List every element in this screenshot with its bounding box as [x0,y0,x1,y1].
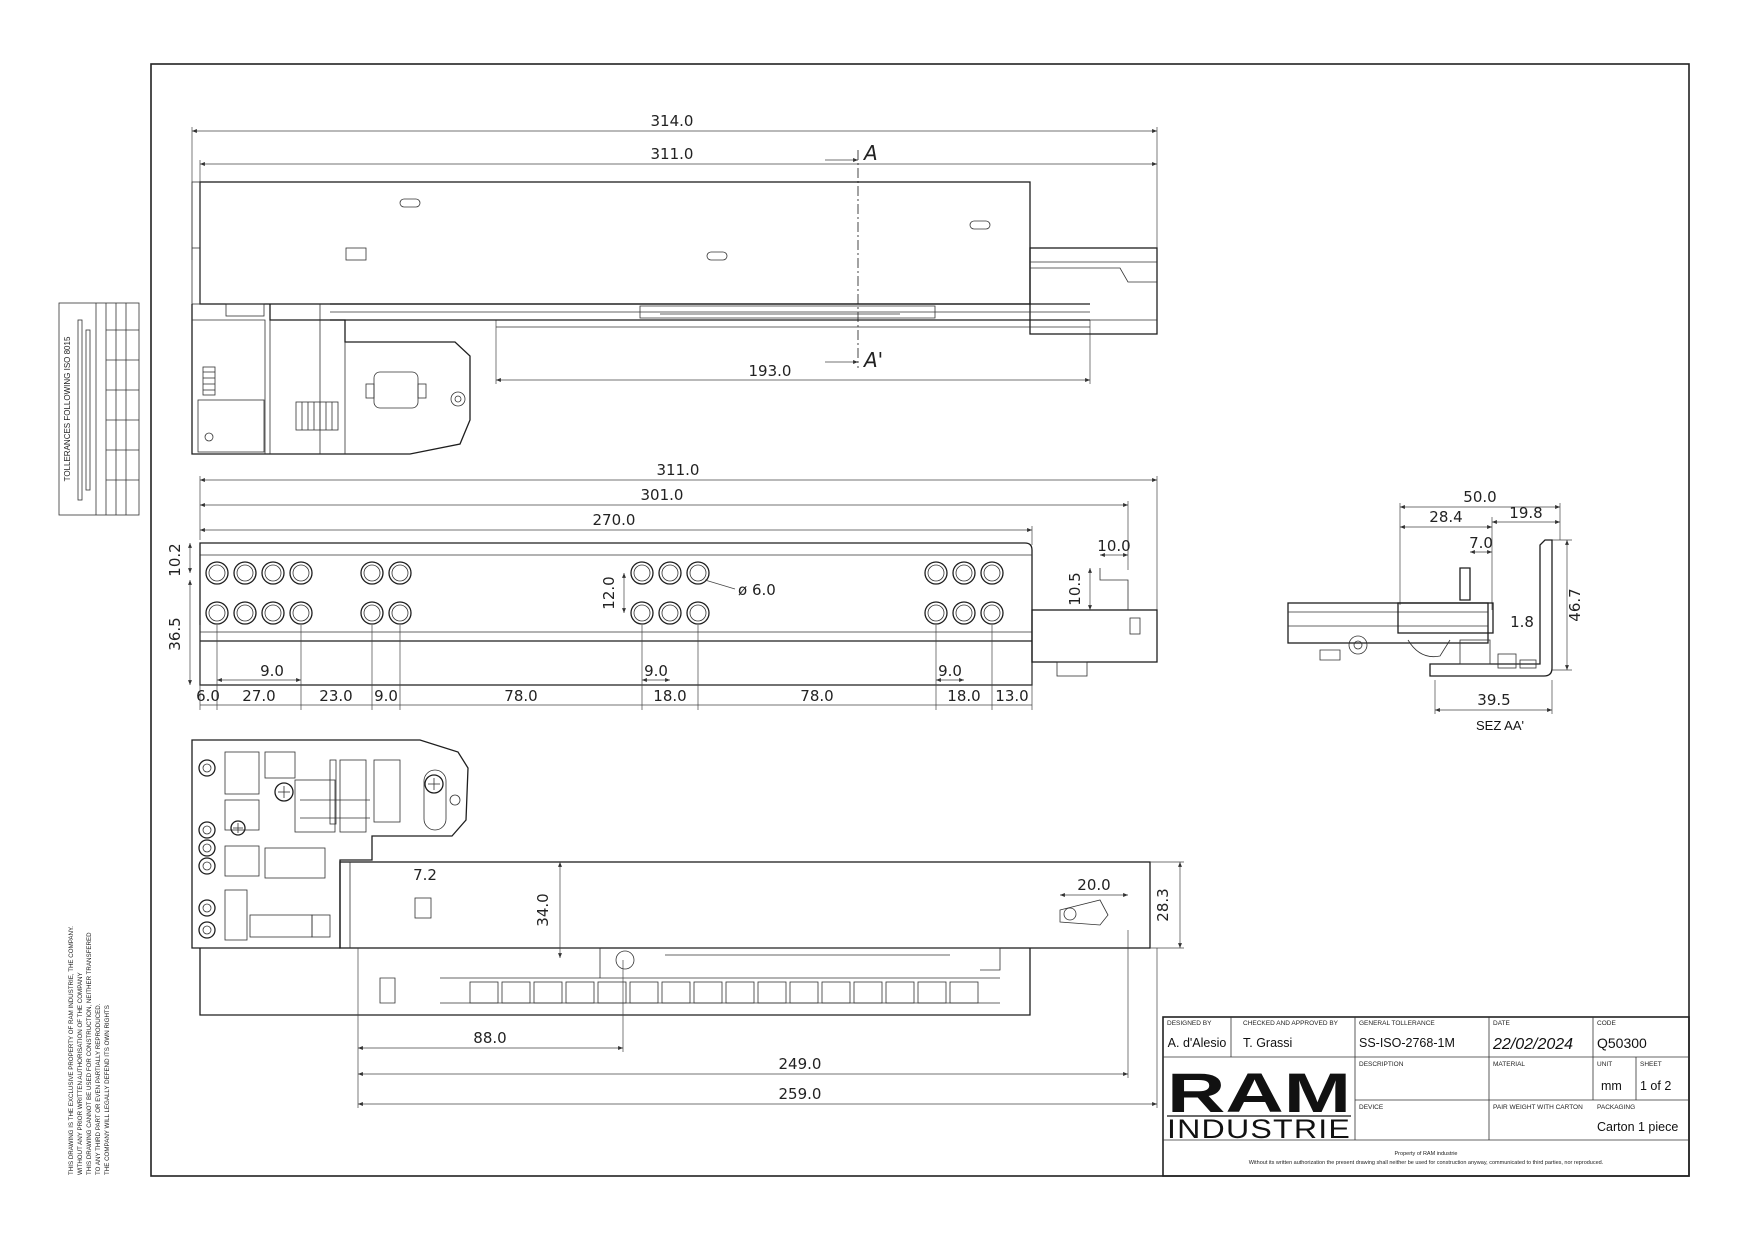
tolerance-label: GENERAL TOLLERANCE [1359,1020,1435,1027]
dim-20: 20.0 [1077,876,1110,894]
dim-18-b: 18.0 [947,687,980,705]
legal-note: THIS DRAWING IS THE EXCLUSIVE PROPERTY O… [68,926,111,1175]
dim-23: 23.0 [319,687,352,705]
drawing-frame [150,63,1690,1177]
dim-270: 270.0 [593,511,636,529]
dim-28-3: 28.3 [1154,888,1172,921]
legal-line-1: THIS DRAWING IS THE EXCLUSIVE PROPERTY O… [68,926,75,1175]
dim-10-5: 10.5 [1066,572,1084,605]
date-label: DATE [1493,1020,1511,1027]
ram-industrie-logo: RAM INDUSTRIE [1167,1061,1351,1144]
sheet-value: 1 of 2 [1640,1079,1671,1093]
dim-311-side: 311.0 [657,461,700,479]
dim-78-a: 78.0 [504,687,537,705]
device-label: DEVICE [1359,1104,1384,1111]
dim-34: 34.0 [534,893,552,926]
section-mark-a: A [862,141,878,165]
dim-46-7: 46.7 [1566,588,1584,621]
dim-18-a: 18.0 [653,687,686,705]
logo-ram: RAM [1167,1061,1351,1124]
dim-301: 301.0 [641,486,684,504]
title-block: DESIGNED BY A. d'Alesio CHECKED AND APPR… [1162,1016,1690,1177]
dim-19-8: 19.8 [1509,504,1542,522]
sheet-label: SHEET [1640,1061,1662,1068]
dim-36-5: 36.5 [166,617,184,650]
material-label: MATERIAL [1493,1061,1525,1068]
code-label: CODE [1597,1020,1616,1027]
date-value: 22/02/2024 [1492,1036,1573,1053]
property-line-2: Without its written authorization the pr… [1249,1160,1604,1166]
logo-industrie: INDUSTRIE [1167,1114,1351,1144]
tolerance-heading: TOLLERANCES FOLLOWING ISO 8015 [63,336,72,481]
code-value: Q50300 [1597,1035,1647,1051]
section-label: SEZ AA' [1476,718,1524,733]
dim-259: 259.0 [779,1085,822,1103]
dim-193: 193.0 [749,362,792,380]
dim-12: 12.0 [600,576,618,609]
tolerance-value: SS-ISO-2768-1M [1359,1036,1455,1050]
dim-314: 314.0 [651,112,694,130]
designed-by-value: A. d'Alesio [1168,1036,1227,1050]
mounting-holes [205,561,1004,625]
packaging-value: Carton 1 piece [1597,1120,1678,1134]
dim-10: 10.0 [1097,537,1130,555]
side-view: 311.0 301.0 270.0 10.2 36.5 [166,461,1158,710]
dim-88: 88.0 [473,1029,506,1047]
description-label: DESCRIPTION [1359,1061,1404,1068]
designed-by-label: DESIGNED BY [1167,1020,1212,1027]
dim-13: 13.0 [995,687,1028,705]
property-line-1: Property of RAM industrie [1395,1151,1458,1157]
dim-28-4: 28.4 [1429,508,1462,526]
dim-9-a: 9.0 [260,662,284,680]
dim-249: 249.0 [779,1055,822,1073]
unit-label: UNIT [1597,1061,1612,1068]
section-mark-a-prime: A' [862,348,883,372]
top-view: 314.0 311.0 193.0 A A' [191,112,1158,455]
legal-line-2: WITHOUT ANY PRIOR WRITTEN AUTHORISATION … [77,972,84,1175]
packaging-label: PACKAGING [1597,1104,1635,1111]
legal-line-3: THIS DRAWING CANNOT BE USED FOR CONSTRUC… [86,932,93,1175]
dim-311-top: 311.0 [651,145,694,163]
bottom-view: 7.2 34.0 20.0 28.3 88.0 249.0 259.0 [191,739,1184,1108]
dim-39-5: 39.5 [1477,691,1510,709]
dim-10-2: 10.2 [166,543,184,576]
dim-9-d: 9.0 [374,687,398,705]
dim-78-b: 78.0 [800,687,833,705]
dim-7: 7.0 [1469,534,1493,552]
dim-1-8: 1.8 [1510,613,1534,631]
checked-value: T. Grassi [1243,1036,1292,1050]
weight-label: PAIR WEIGHT WITH CARTON [1493,1104,1583,1111]
dim-6: 6.0 [196,687,220,705]
rail-cells [469,981,979,1004]
dim-9-b: 9.0 [644,662,668,680]
section-view: 50.0 28.4 19.8 7.0 46.7 1.8 39.5 [1287,488,1584,714]
legal-line-5: THE COMPANY WILL LEGALLY DEFEND ITS OWN … [104,1005,111,1175]
dim-hole-diameter: ø 6.0 [738,581,776,599]
dim-27: 27.0 [242,687,275,705]
legal-line-4: TO ANY THIRD PART OR EVEN PARTIALLY REPR… [95,1003,102,1175]
dim-50: 50.0 [1463,488,1496,506]
checked-label: CHECKED AND APPROVED BY [1243,1020,1339,1027]
unit-value: mm [1601,1079,1622,1093]
tolerance-box: TOLLERANCES FOLLOWING ISO 8015 [58,302,140,516]
dim-7-2: 7.2 [413,866,437,884]
dim-9-c: 9.0 [938,662,962,680]
